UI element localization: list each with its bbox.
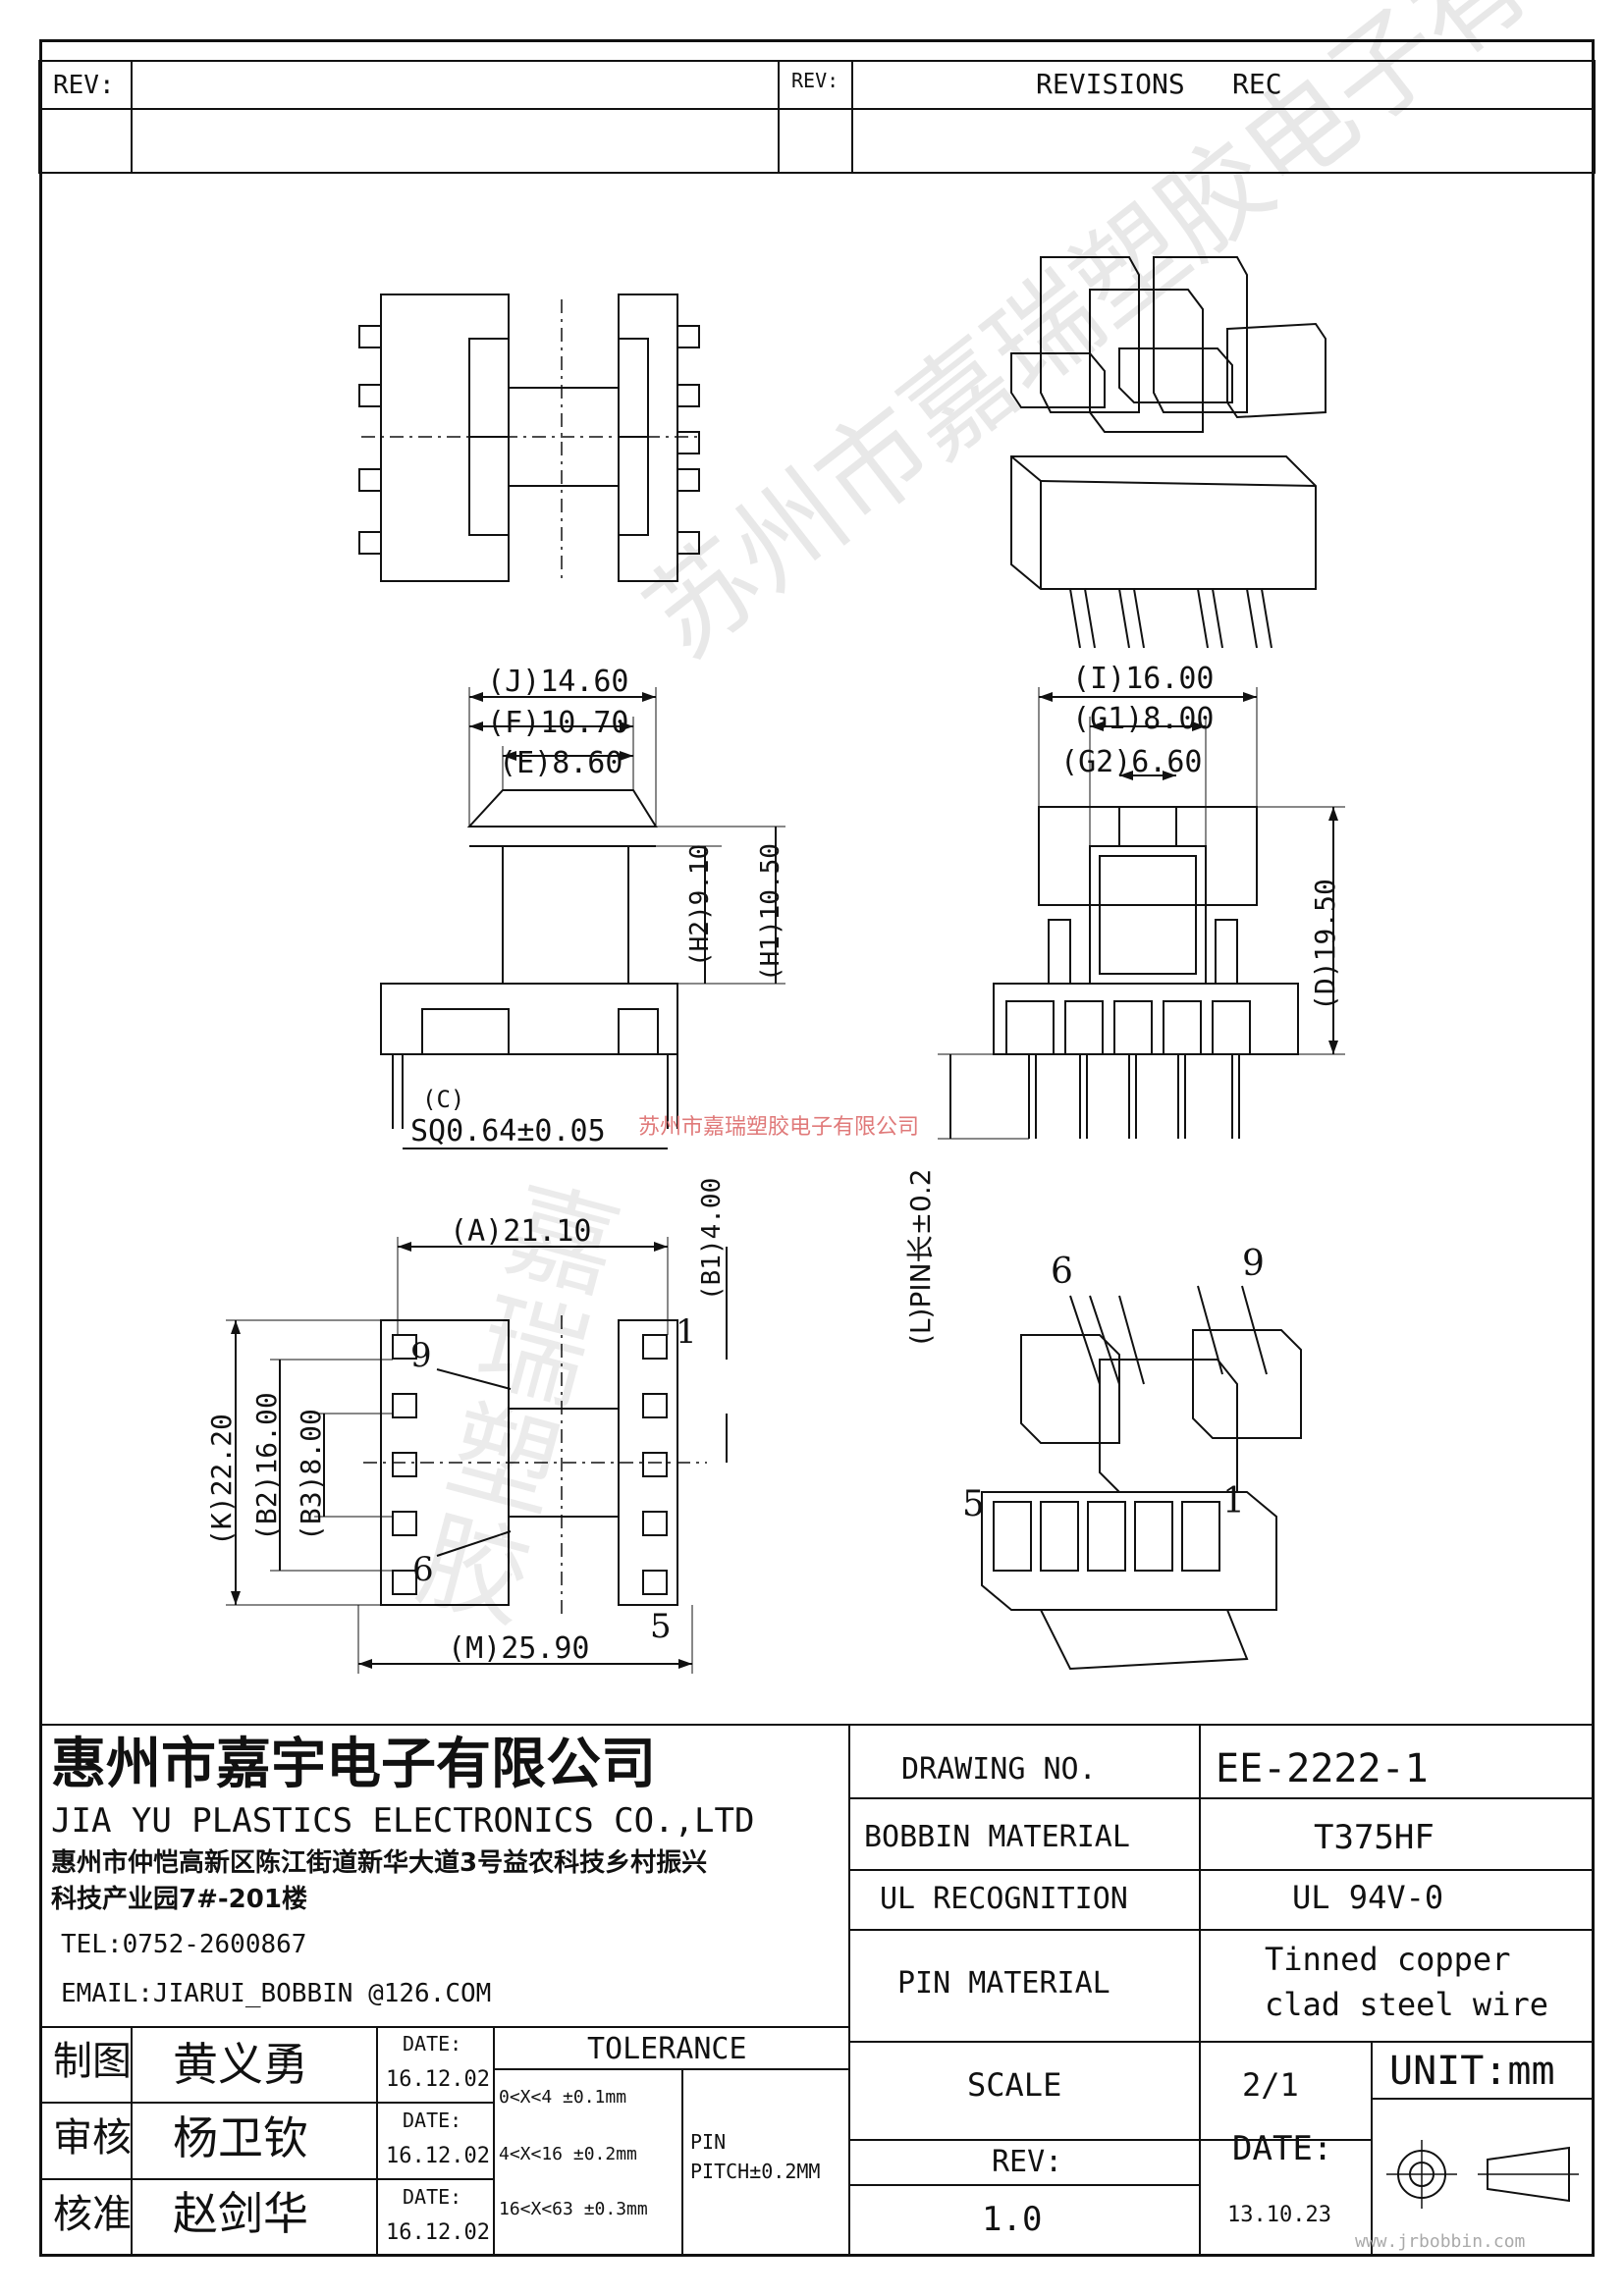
- date-drawn: 16.12.02: [386, 2067, 490, 2092]
- dim-L: (L)PIN长±0.2: [904, 1168, 937, 1345]
- rec-label: REC: [1232, 68, 1282, 100]
- plan-view: [358, 294, 700, 582]
- bottom-pin-9: 9: [410, 1336, 432, 1375]
- pin-material-line-2: clad steel wire: [1265, 1986, 1548, 2023]
- name-checked: 杨卫钦: [173, 2111, 308, 2164]
- role-drawn: 制图: [53, 2039, 132, 2084]
- date-value: 13.10.23: [1227, 2203, 1331, 2227]
- dim-C: SQ0.64±0.05: [410, 1114, 606, 1148]
- dimension-arrows: [231, 692, 1338, 1669]
- tolerance-row-3: 16<X<63 ±0.3mm: [499, 2199, 648, 2219]
- rev-label-left: REV:: [53, 71, 115, 100]
- dim-B1: (B1)4.00: [697, 1177, 727, 1301]
- pin-material-label: PIN MATERIAL: [897, 1966, 1110, 2001]
- watermark-company: 苏州市嘉瑞塑胶电子有限公司: [638, 1115, 920, 1140]
- watermark-url: www.jrbobbin.com: [1355, 2231, 1526, 2252]
- company-name-cn: 惠州市嘉宇电子有限公司: [51, 1733, 656, 1796]
- bottom-view: [226, 1237, 728, 1674]
- date-approved: 16.12.02: [386, 2220, 490, 2245]
- iso-pin-5: 5: [962, 1484, 985, 1524]
- date-label: DATE:: [1232, 2129, 1333, 2168]
- tel: TEL:0752-2600867: [61, 1930, 307, 1959]
- title-block-grid: [39, 1724, 1595, 2257]
- bobbin-material-label: BOBBIN MATERIAL: [864, 1820, 1130, 1854]
- name-drawn: 黄义勇: [173, 2038, 308, 2091]
- role-approved: 核准: [53, 2192, 132, 2237]
- dim-H2: (H2)9.10: [685, 843, 715, 967]
- dim-F: (F)10.70: [487, 706, 629, 740]
- iso-pin-9: 9: [1242, 1244, 1265, 1284]
- revisions-label: REVISIONS: [1036, 68, 1185, 100]
- iso-pin-6: 6: [1051, 1252, 1073, 1292]
- dim-A: (A)21.10: [450, 1214, 592, 1249]
- iso-pin-1: 1: [1222, 1481, 1245, 1522]
- dim-G1: (G1)8.00: [1072, 702, 1215, 736]
- ul-label: UL RECOGNITION: [880, 1882, 1128, 1916]
- tolerance-row-2: 4<X<16 ±0.2mm: [499, 2144, 637, 2164]
- dim-M: (M)25.90: [448, 1631, 590, 1666]
- tolerance-label: TOLERANCE: [587, 2032, 747, 2066]
- dim-B3: (B3)8.00: [295, 1409, 327, 1541]
- tolerance-row-1: 0<X<4 ±0.1mm: [499, 2087, 627, 2108]
- date-label-drawn: DATE:: [403, 2032, 462, 2056]
- pin-material-line-1: Tinned copper: [1265, 1941, 1511, 1978]
- rev-value: 1.0: [982, 2200, 1043, 2239]
- email: EMAIL:JIARUI_BOBBIN @126.COM: [61, 1979, 492, 2008]
- unit: UNIT:mm: [1389, 2049, 1555, 2094]
- company-name-en: JIA YU PLASTICS ELECTRONICS CO.,LTD: [51, 1801, 755, 1841]
- drawing-no: EE-2222-1: [1216, 1746, 1429, 1791]
- date-label-checked: DATE:: [403, 2109, 462, 2132]
- isometric-view-bottom: [981, 1285, 1302, 1671]
- role-checked: 审核: [53, 2115, 132, 2161]
- ul-value: UL 94V-0: [1292, 1879, 1444, 1916]
- bobbin-material: T375HF: [1314, 1818, 1435, 1857]
- dim-J: (J)14.60: [487, 665, 629, 699]
- name-approved: 赵剑华: [173, 2187, 308, 2240]
- scale-value: 2/1: [1242, 2066, 1299, 2104]
- bottom-pin-6: 6: [412, 1550, 434, 1589]
- revision-block: [38, 60, 1596, 174]
- dim-H1: (H1)10.50: [756, 843, 785, 982]
- dim-D: (D)19.50: [1309, 879, 1341, 1011]
- dim-G2: (G2)6.60: [1060, 745, 1203, 779]
- side-section-view: [380, 687, 785, 1149]
- rev-label-right: REV:: [791, 69, 839, 92]
- drawing-frame: [39, 39, 1595, 2257]
- dim-E: (E)8.60: [499, 746, 623, 780]
- date-checked: 16.12.02: [386, 2144, 490, 2168]
- pin-label: PIN: [690, 2130, 727, 2154]
- pitch: PITCH±0.2MM: [690, 2160, 821, 2183]
- bottom-pin-5: 5: [650, 1607, 672, 1646]
- rev-label: REV:: [992, 2145, 1063, 2179]
- dim-C-marker: (C): [422, 1086, 465, 1113]
- dim-B2: (B2)16.00: [250, 1392, 283, 1541]
- scale-label: SCALE: [967, 2066, 1062, 2104]
- dim-K: (K)22.20: [205, 1414, 238, 1546]
- dim-I: (I)16.00: [1072, 662, 1215, 696]
- bottom-pin-1: 1: [676, 1312, 697, 1352]
- date-label-approved: DATE:: [403, 2185, 462, 2209]
- projection-symbol: [1386, 2140, 1579, 2209]
- address-line-2: 科技产业园7#-201楼: [51, 1885, 307, 1914]
- front-view: [938, 687, 1345, 1140]
- drawing-no-label: DRAWING NO.: [901, 1752, 1097, 1787]
- isometric-view-top: [1010, 256, 1326, 649]
- address-line-1: 惠州市仲恺高新区陈江街道新华大道3号益农科技乡村振兴: [51, 1848, 708, 1878]
